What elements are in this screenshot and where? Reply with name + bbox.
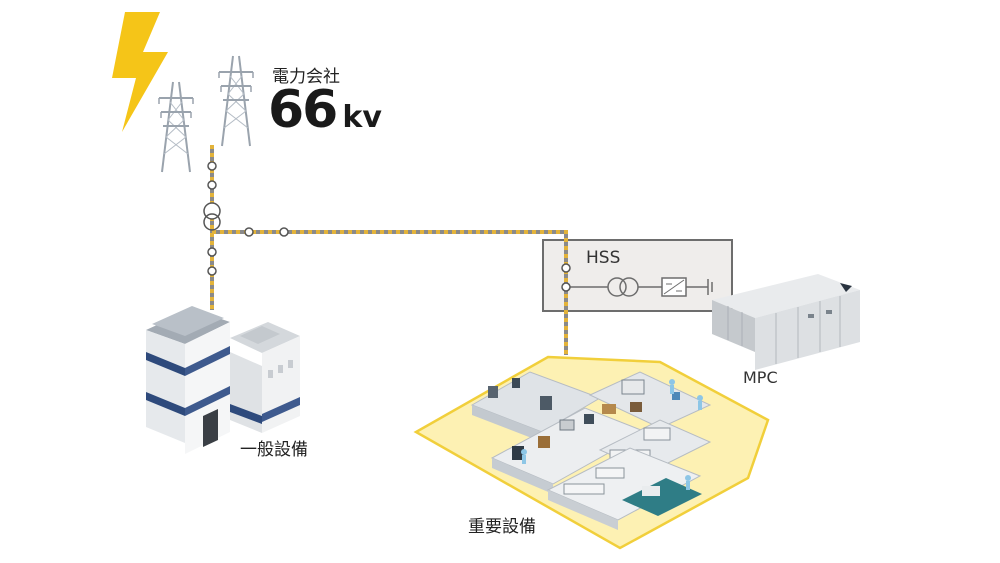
mpc-cabinet-icon	[712, 274, 860, 370]
mpc-label: MPC	[743, 368, 778, 387]
transmission-tower-icon	[158, 81, 194, 173]
converter-icon	[661, 277, 687, 297]
voltage-unit: kv	[342, 100, 382, 135]
general-facility-label: 一般設備	[240, 440, 308, 460]
voltage-value: 66	[268, 80, 338, 140]
hss-box	[542, 239, 733, 312]
critical-facility-label: 重要設備	[468, 517, 536, 537]
cleanroom-floor-icon	[470, 371, 712, 530]
transmission-tower-icon	[218, 55, 254, 147]
switch-nodes	[207, 161, 571, 292]
power-line	[210, 145, 568, 355]
ground-icon	[707, 279, 713, 295]
factory-building-icon	[146, 306, 300, 454]
lightning-bolt-icon	[112, 12, 168, 132]
transformer-icon	[203, 202, 221, 231]
utility-title: 電力会社	[272, 67, 340, 87]
hss-label: HSS	[586, 248, 621, 268]
transformer-icon	[607, 277, 639, 297]
